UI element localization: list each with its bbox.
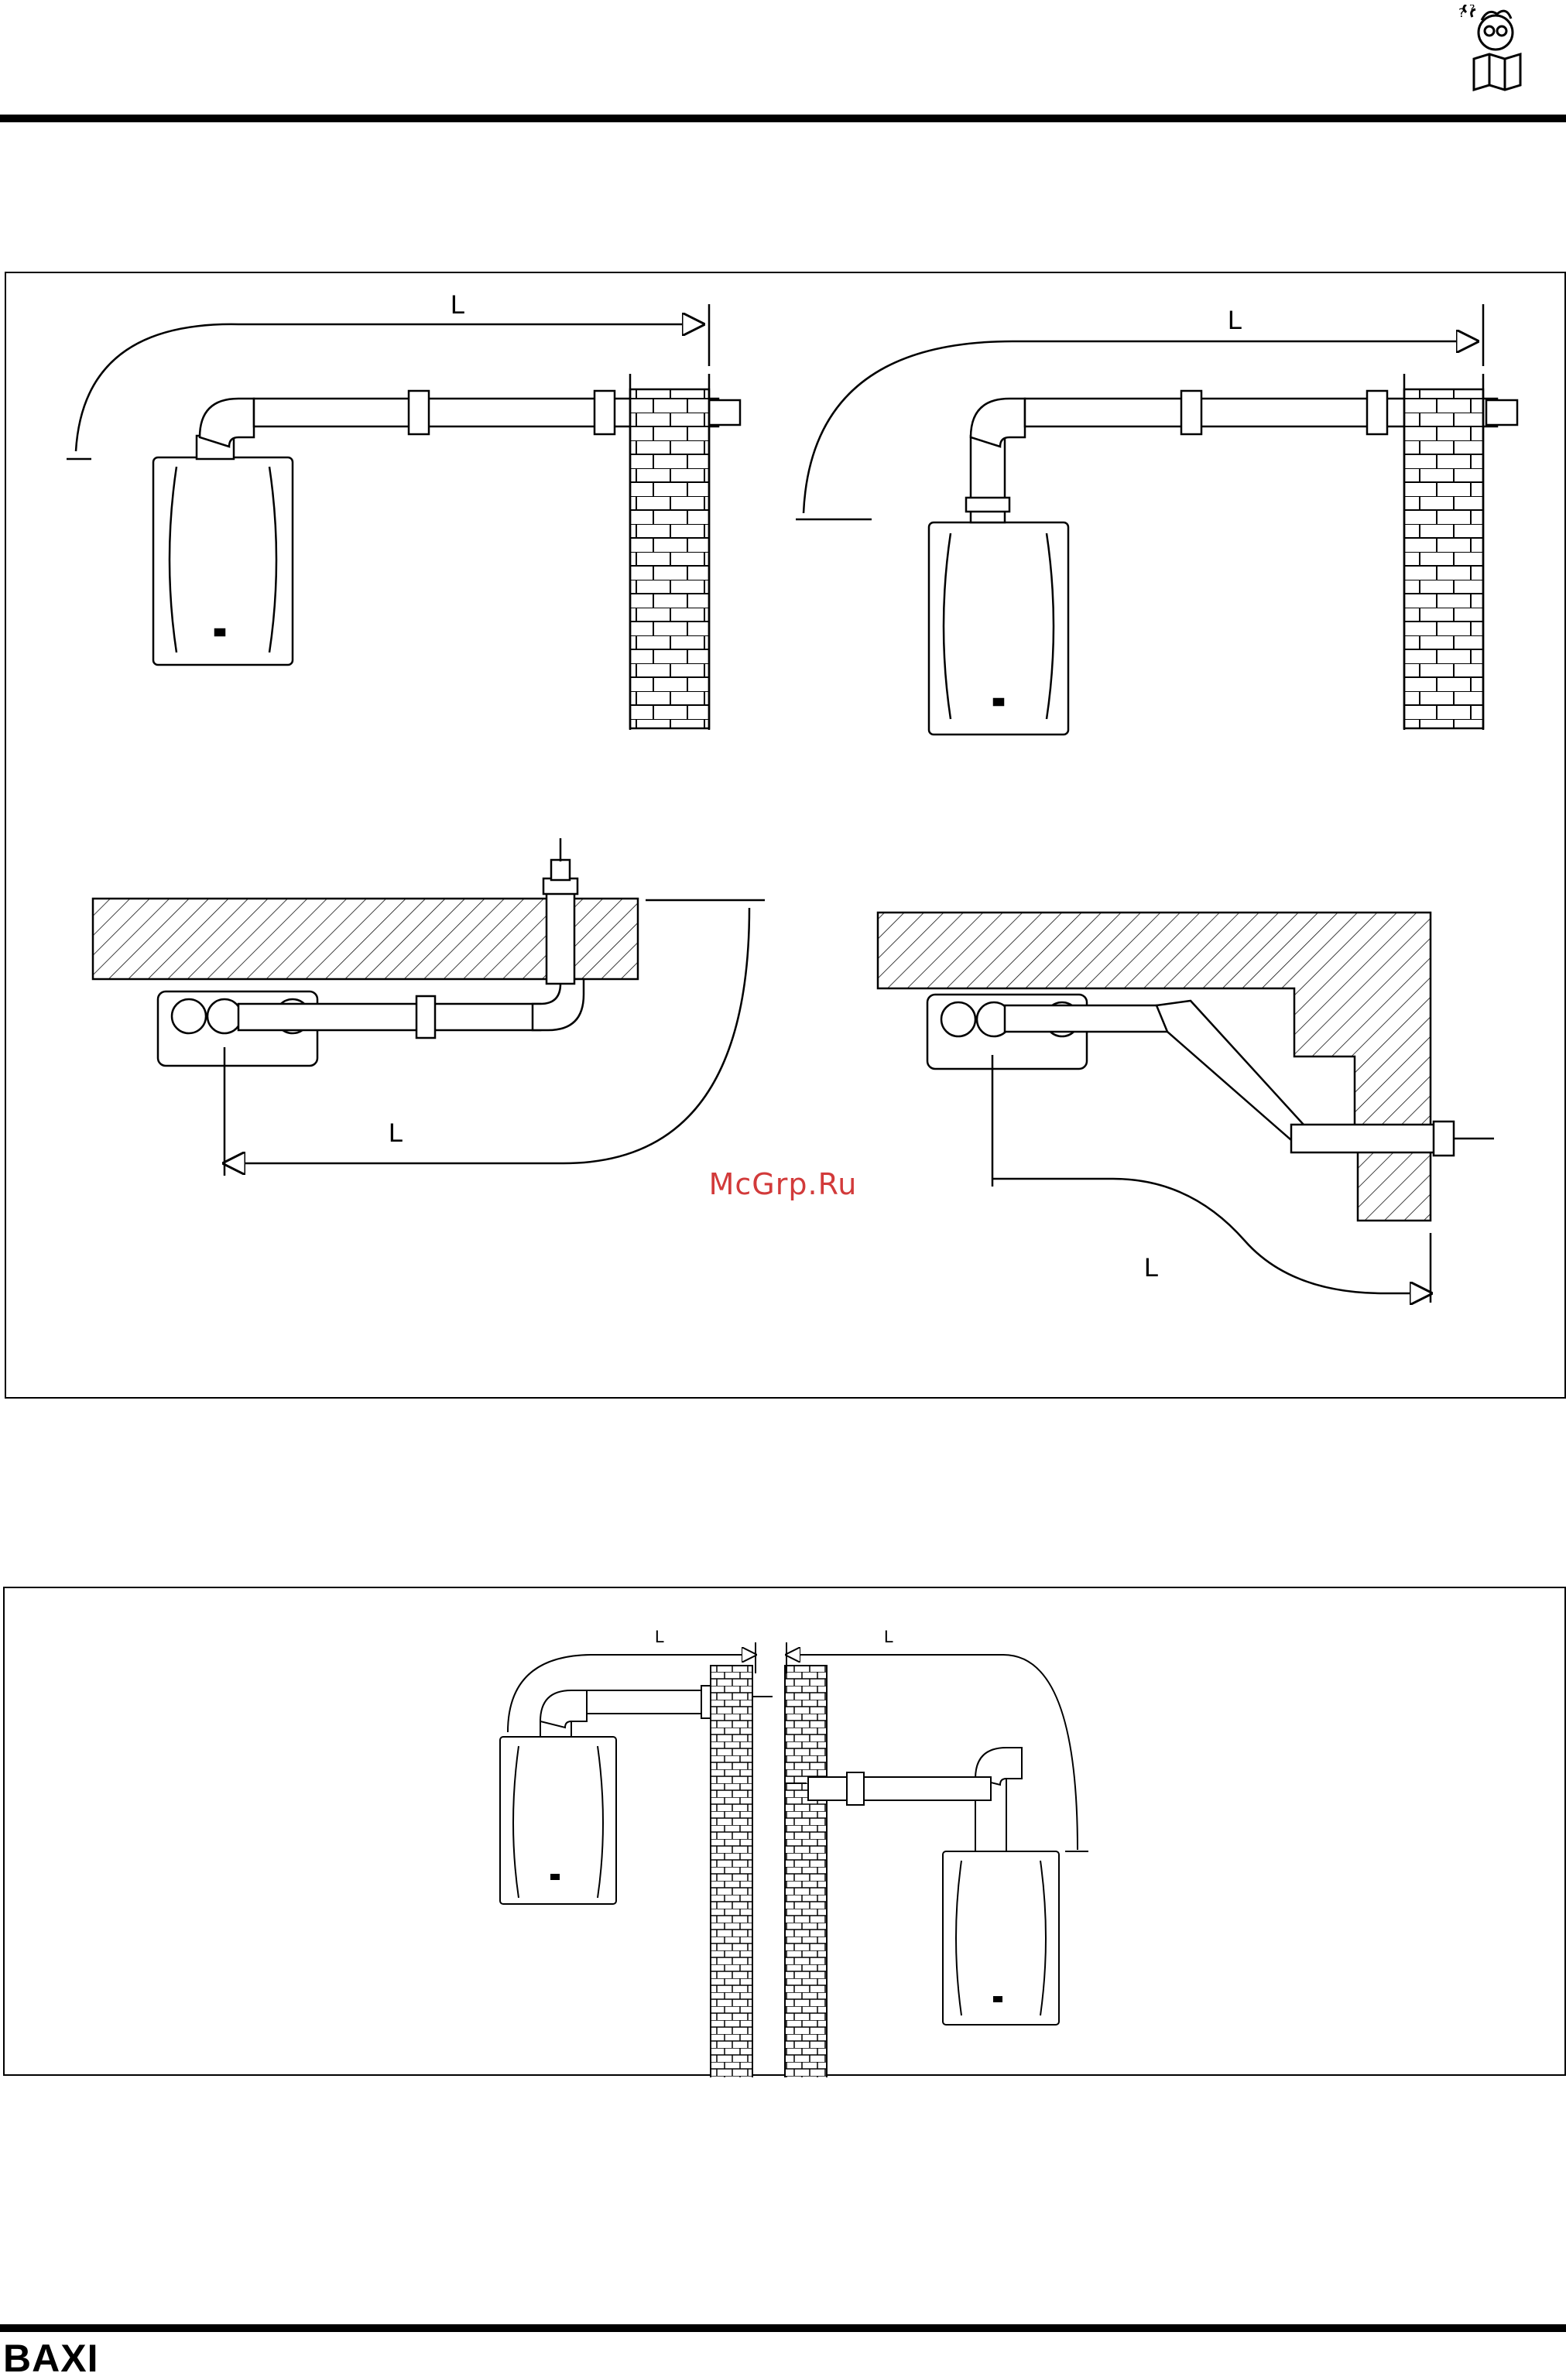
brand-logo: BAXI xyxy=(3,2339,98,2378)
header-rule xyxy=(0,115,1566,122)
figure-bottom-frame: L L xyxy=(3,1587,1566,2076)
footer-rule xyxy=(0,2324,1566,2332)
svg-text:?: ? xyxy=(1458,5,1465,20)
dim-label-d: L xyxy=(1144,1253,1159,1282)
watermark: McGrp.Ru xyxy=(0,1167,1566,1201)
figure-top-frame: L L L L xyxy=(5,272,1566,1399)
reading-man-icon: ? ? xyxy=(1451,5,1536,101)
svg-text:?: ? xyxy=(1469,5,1475,15)
dim-label-f: L xyxy=(884,1627,893,1646)
diagram-a xyxy=(67,304,740,730)
diagram-c xyxy=(93,838,765,1176)
dim-label-a: L xyxy=(451,290,465,320)
diagram-e xyxy=(500,1642,1088,2077)
dim-label-c: L xyxy=(389,1118,403,1148)
dim-label-b: L xyxy=(1228,306,1242,335)
diagram-b xyxy=(796,304,1517,735)
diagram-d xyxy=(878,913,1494,1303)
dim-label-e: L xyxy=(655,1627,664,1646)
